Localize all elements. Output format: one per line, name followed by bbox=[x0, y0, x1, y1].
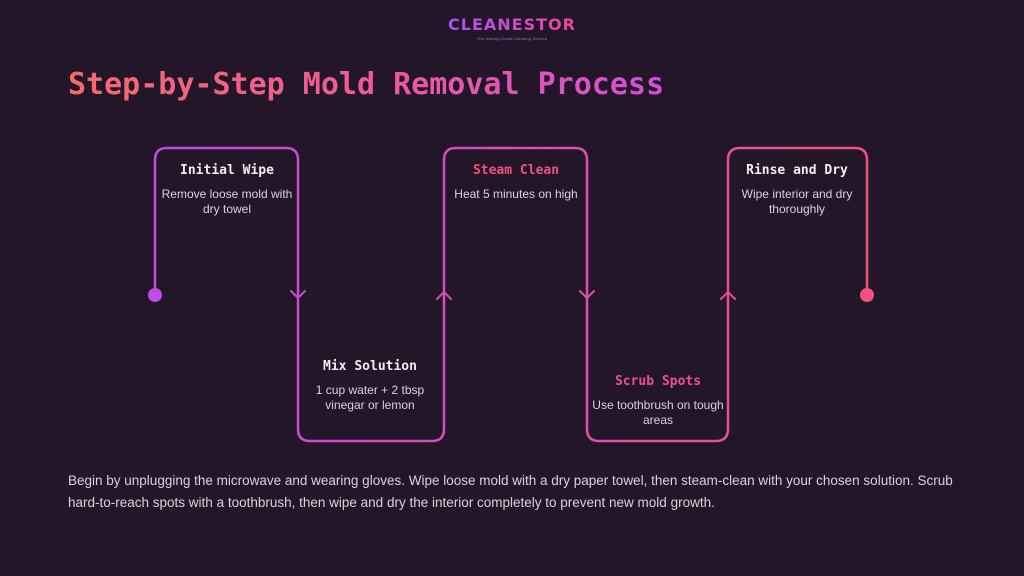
logo-tagline: The leading Dubai Cleaning Service bbox=[476, 36, 548, 41]
arrow-down-icon bbox=[290, 290, 306, 300]
step-initial-wipe: Initial Wipe Remove loose mold with dry … bbox=[161, 163, 293, 217]
step-description: 1 cup water + 2 tbsp vinegar or lemon bbox=[315, 383, 425, 412]
step-title: Scrub Spots bbox=[614, 374, 702, 389]
arrow-up-icon bbox=[720, 290, 736, 300]
step-description: Wipe interior and dry thoroughly bbox=[741, 187, 853, 216]
arrow-down-icon bbox=[579, 290, 595, 300]
step-mix-solution: Mix Solution 1 cup water + 2 tbsp vinega… bbox=[304, 359, 436, 413]
arrow-up-icon bbox=[436, 290, 452, 300]
step-scrub-spots: Scrub Spots Use toothbrush on tough area… bbox=[592, 374, 724, 428]
start-dot bbox=[148, 288, 162, 302]
step-title: Rinse and Dry bbox=[746, 163, 848, 178]
step-description: Remove loose mold with dry towel bbox=[161, 187, 293, 216]
brand-logo: CLEANESTOR The leading Dubai Cleaning Se… bbox=[0, 15, 1024, 41]
flow-path bbox=[153, 146, 869, 443]
step-rinse-and-dry: Rinse and Dry Wipe interior and dry thor… bbox=[732, 163, 862, 217]
end-dot bbox=[860, 288, 874, 302]
step-title: Mix Solution bbox=[323, 359, 417, 374]
step-title: Initial Wipe bbox=[180, 163, 274, 178]
logo-text: CLEANESTOR bbox=[448, 15, 576, 34]
step-title: Steam Clean bbox=[472, 163, 560, 178]
step-description: Heat 5 minutes on high bbox=[454, 187, 578, 201]
step-steam-clean: Steam Clean Heat 5 minutes on high bbox=[450, 163, 582, 202]
step-description: Use toothbrush on tough areas bbox=[592, 398, 724, 427]
page-title: Step-by-Step Mold Removal Process bbox=[68, 67, 665, 102]
summary-text: Begin by unplugging the microwave and we… bbox=[68, 473, 953, 510]
